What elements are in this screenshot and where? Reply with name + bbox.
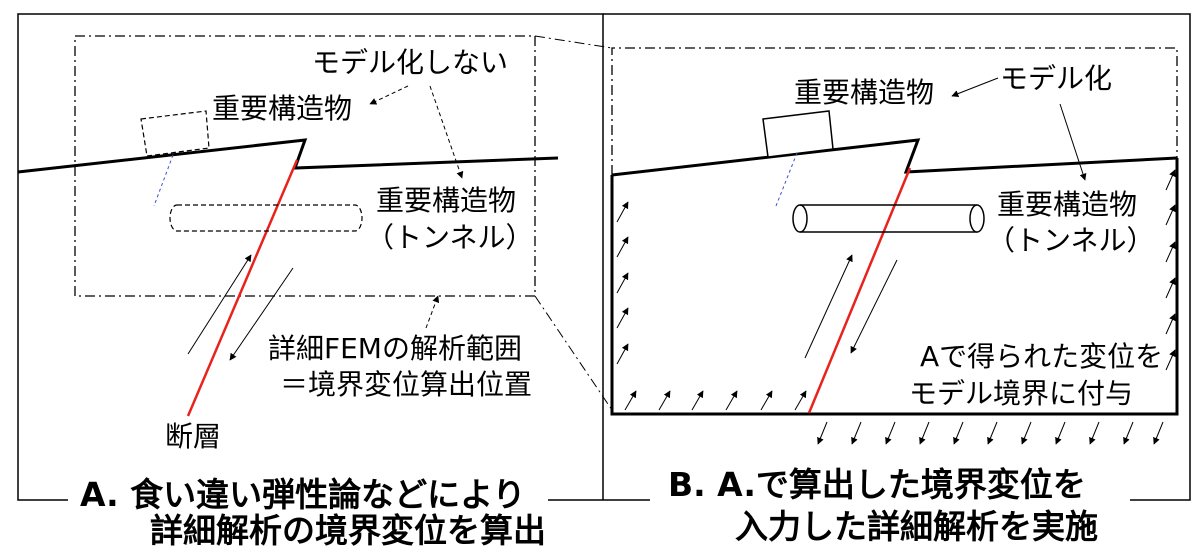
fault-arrow-up xyxy=(187,254,252,355)
pointer-fem-range-arrow xyxy=(425,295,440,329)
caption-b-line2: 入力した詳細解析を実施 xyxy=(735,507,1098,546)
label-apply-line1: Aで得られた変位を xyxy=(920,340,1163,373)
tunnel-dashed xyxy=(169,204,363,232)
below-boundary-arrow xyxy=(987,421,998,445)
right-boundary-arrow xyxy=(1165,241,1176,263)
label-tunnel-b-line2: （トンネル） xyxy=(987,224,1154,257)
below-boundary-arrow xyxy=(919,421,930,445)
label-tunnel-a-line1: 重要構造物 xyxy=(376,184,516,217)
below-boundary-arrow xyxy=(851,421,862,445)
below-boundary-arrow xyxy=(817,421,828,445)
tunnel-b xyxy=(792,204,985,233)
bottom-boundary-arrows xyxy=(624,390,807,411)
left-boundary-arrow xyxy=(616,201,629,223)
below-boundary-arrow xyxy=(953,421,964,445)
below-boundary-arrow xyxy=(1021,421,1032,445)
left-boundary-arrow xyxy=(616,307,629,329)
fault-arrow-down xyxy=(229,267,294,361)
right-boundary-arrow xyxy=(1165,204,1176,226)
left-boundary-arrow xyxy=(616,236,629,258)
not-modeled-region-b xyxy=(611,47,1178,175)
bottom-boundary-arrow xyxy=(760,390,773,411)
left-boundary-arrows xyxy=(616,201,629,365)
caption-b-line1: B. A.で算出した境界変位を xyxy=(668,465,1086,504)
label-not-modeled: モデル化しない xyxy=(312,46,508,79)
left-boundary-arrow xyxy=(616,343,629,365)
ground-surface-b xyxy=(611,138,1178,177)
label-modeled: モデル化 xyxy=(1000,62,1112,95)
fault-arrow-up-b xyxy=(804,254,853,359)
right-boundary-arrows xyxy=(1165,169,1176,371)
below-boundary-arrow xyxy=(1055,421,1066,445)
bottom-boundary-arrow xyxy=(624,390,637,411)
below-boundary-arrow xyxy=(1153,421,1164,445)
below-boundary-arrow xyxy=(885,421,896,445)
panel-b-frame xyxy=(603,13,1191,501)
label-structure-b: 重要構造物 xyxy=(794,76,934,109)
bottom-boundary-arrow xyxy=(658,390,671,411)
structure-b xyxy=(762,110,834,158)
right-boundary-arrow xyxy=(1165,349,1176,371)
below-boundary-arrow xyxy=(1089,421,1100,445)
fault-line xyxy=(186,159,299,417)
bottom-boundary-arrow xyxy=(691,390,704,411)
blue-dash-line-b xyxy=(775,152,798,207)
blue-dash-line xyxy=(153,154,174,207)
label-fem-range-line1: 詳細FEMの解析範囲 xyxy=(268,332,522,365)
below-boundary-arrows xyxy=(817,421,1164,445)
right-boundary-arrow xyxy=(1165,169,1176,191)
caption-a-line2: 詳細解析の境界変位を算出 xyxy=(150,511,546,550)
connector-lines xyxy=(534,35,613,411)
structure-dashed xyxy=(140,110,210,157)
label-tunnel-b-line1: 重要構造物 xyxy=(997,188,1137,221)
ground-surface xyxy=(17,138,559,174)
left-boundary-arrow xyxy=(616,272,629,294)
bottom-boundary-arrow xyxy=(794,390,807,411)
label-fem-range-line2: ＝境界変位算出位置 xyxy=(280,368,532,401)
model-boundary xyxy=(610,158,1179,416)
below-boundary-arrow xyxy=(1123,421,1134,445)
pointer-tunnel-arrow xyxy=(429,85,464,179)
label-fault: 断層 xyxy=(165,420,221,453)
pointer-not-modeled-arrow xyxy=(369,85,409,105)
panel-a-frame xyxy=(17,13,604,501)
pointer-tunnel-arrow-b xyxy=(1059,103,1087,181)
right-boundary-arrow xyxy=(1165,277,1176,299)
label-apply-line2: モデル境界に付与 xyxy=(909,377,1133,410)
panel-a: モデル化しない 重要構造物 重要構造物 （トンネル） 詳細FEMの解析範囲 ＝境… xyxy=(17,35,559,550)
fault-arrow-down-b xyxy=(850,259,898,354)
panel-b: モデル化 重要構造物 重要構造物 （トンネル） Aで得られた変位を モデル境界に… xyxy=(610,47,1179,546)
bottom-boundary-arrow xyxy=(725,390,738,411)
label-tunnel-a-line2: （トンネル） xyxy=(366,221,533,254)
label-structure-a: 重要構造物 xyxy=(212,92,352,125)
caption-a-line1: A. 食い違い弾性論などにより xyxy=(80,475,526,514)
pointer-modeled-arrow xyxy=(951,77,999,97)
fault-line-b xyxy=(807,167,912,414)
right-boundary-arrow xyxy=(1165,313,1176,335)
